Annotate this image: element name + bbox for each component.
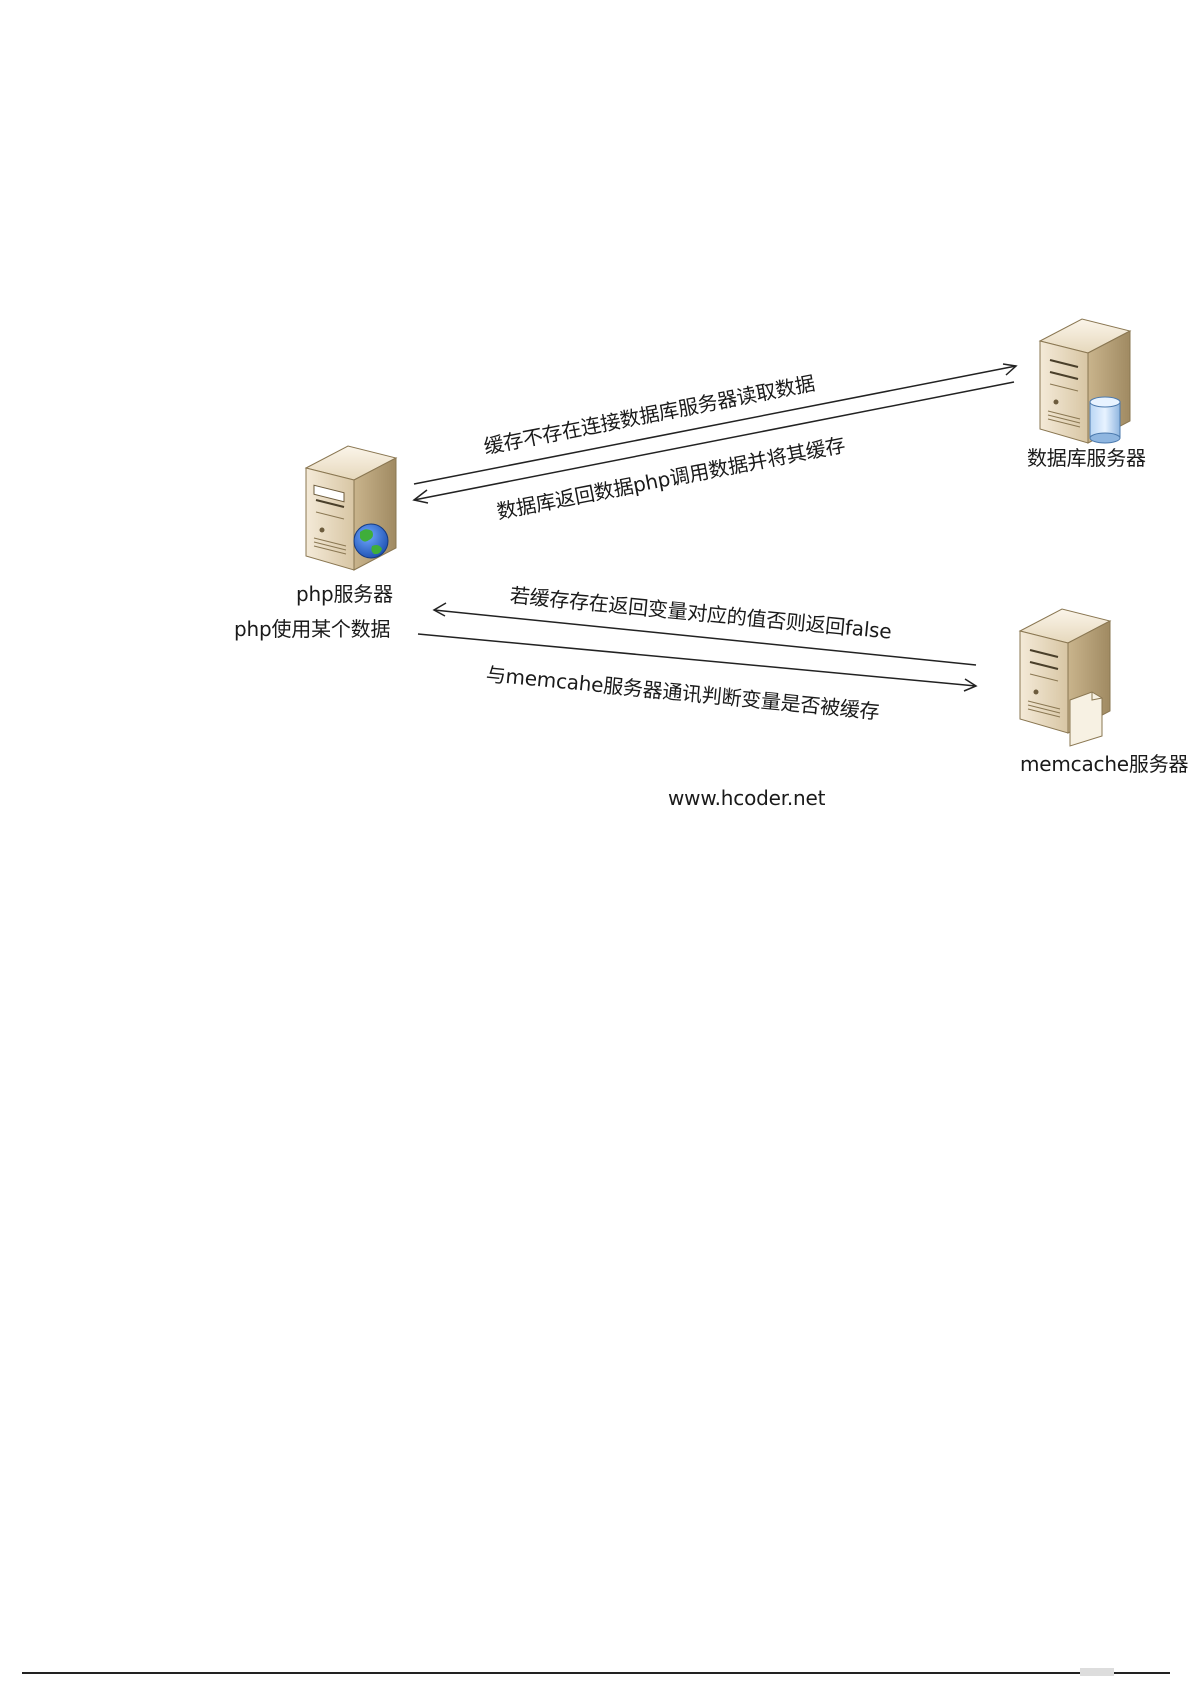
page-bottom-rule	[22, 1672, 1170, 1674]
db-request-arrowhead	[1003, 364, 1016, 375]
watermark-text: www.hcoder.net	[668, 786, 825, 810]
page-corner-mark	[1080, 1668, 1114, 1676]
memcache-server-label: memcache服务器	[1020, 752, 1188, 776]
server-globe-icon	[306, 446, 396, 570]
server-database-icon	[1040, 319, 1130, 443]
php-server-label: php服务器	[296, 582, 393, 606]
php-server-sublabel: php使用某个数据	[234, 617, 390, 641]
cache-response-arrowhead	[434, 603, 446, 616]
server-document-icon	[1020, 609, 1110, 746]
db-server-label: 数据库服务器	[1027, 446, 1146, 470]
db-response-arrowhead	[414, 490, 428, 503]
